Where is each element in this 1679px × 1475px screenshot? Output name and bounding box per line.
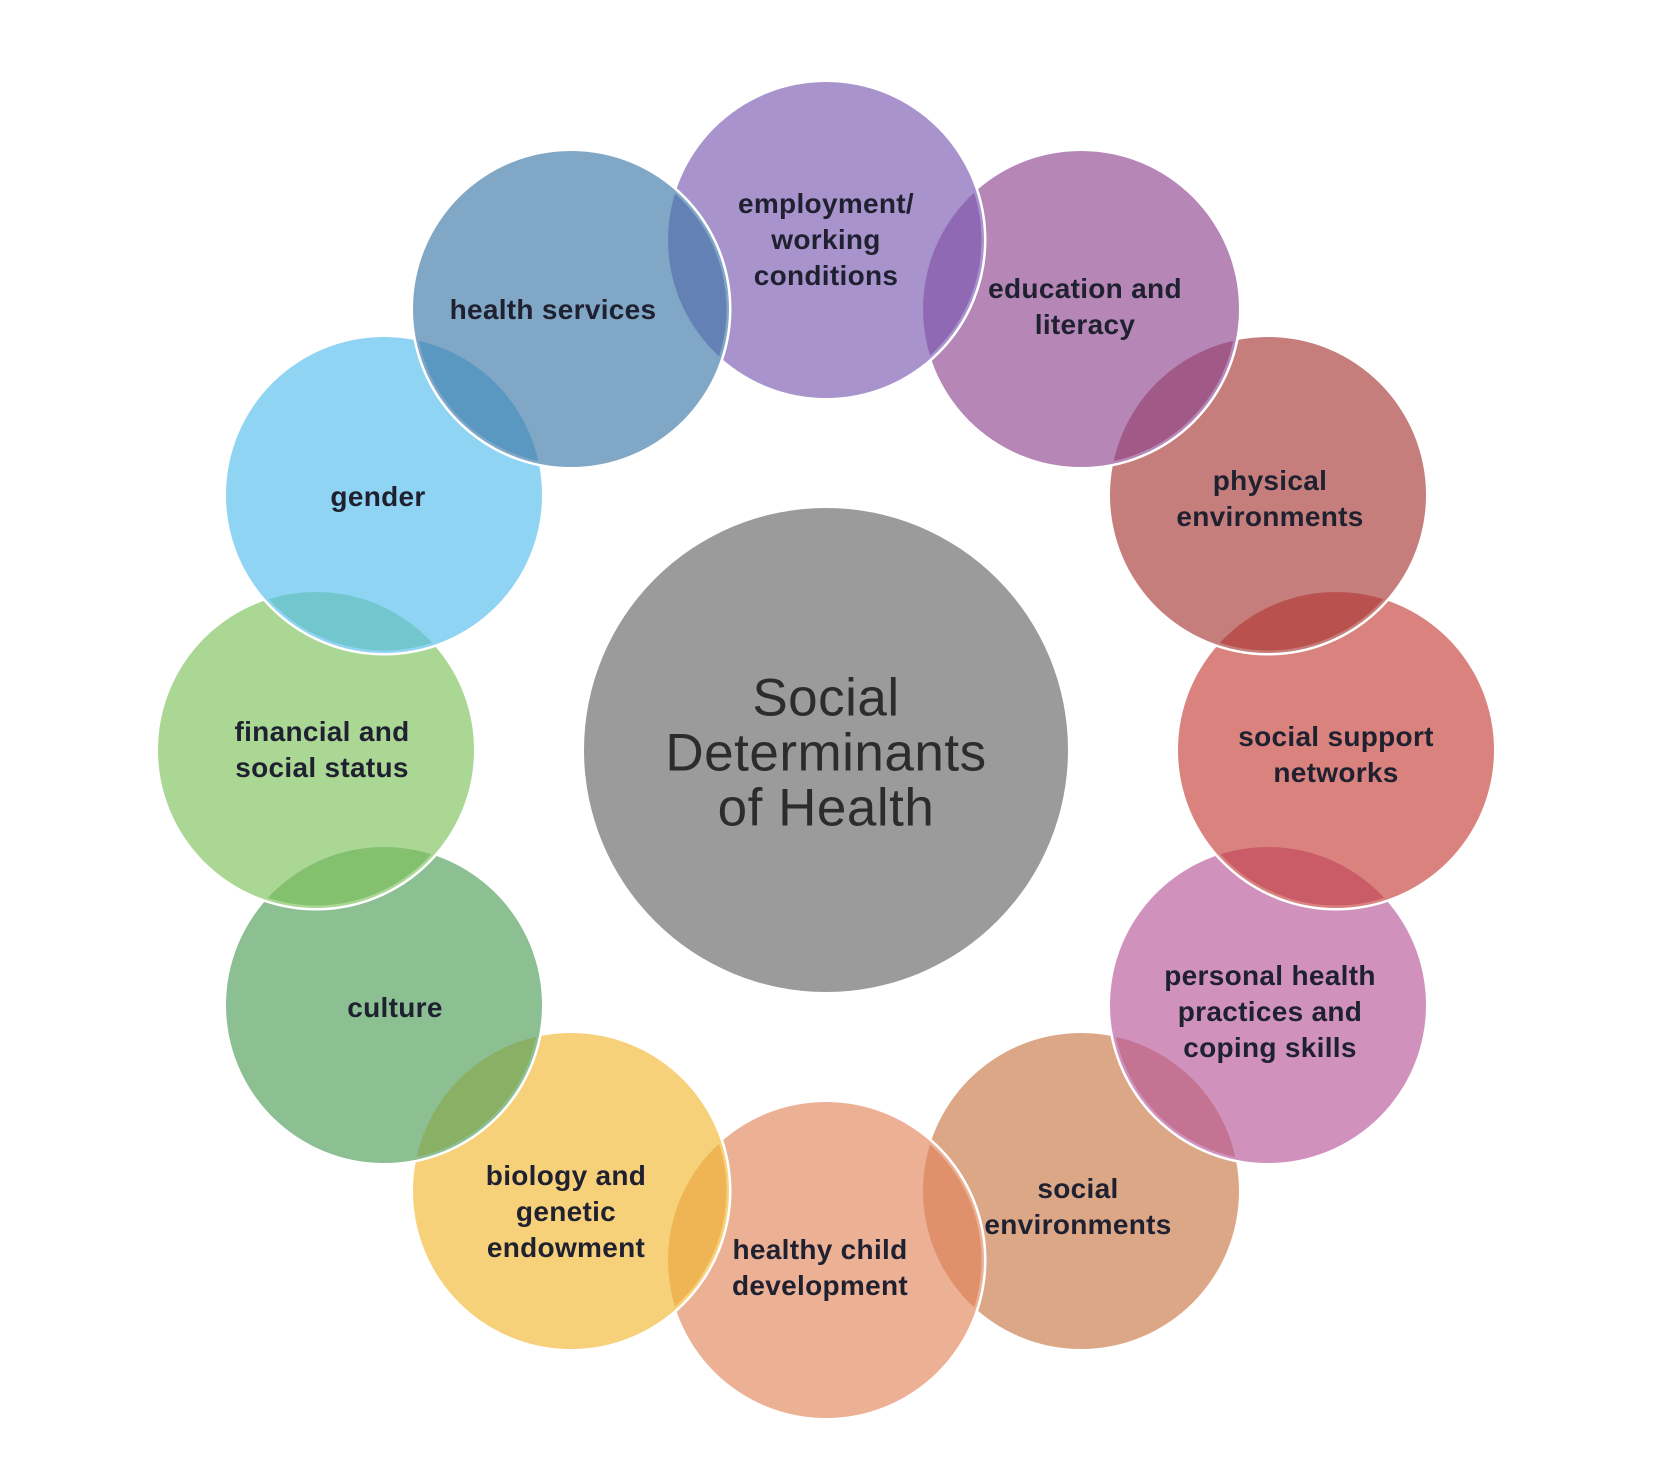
label-physical-environments: physical environments (1176, 465, 1364, 532)
circle-employment (668, 82, 984, 398)
circle-health-services (413, 151, 729, 467)
label-healthy-child: healthy child development (731, 1234, 909, 1301)
label-social-environments: social environments (984, 1173, 1172, 1240)
label-financial: financial and social status (234, 716, 410, 783)
circle-financial (158, 592, 474, 908)
center-circle (584, 508, 1068, 992)
label-biology: biology and genetic endowment (485, 1160, 647, 1263)
label-employment: employment/ working conditions (737, 188, 915, 291)
label-gender: gender (330, 481, 426, 512)
circle-personal-health (1110, 847, 1426, 1163)
circle-culture (226, 847, 542, 1163)
circle-healthy-child (668, 1102, 984, 1418)
circle-social-support (1178, 592, 1494, 908)
label-culture: culture (347, 992, 443, 1023)
diagram-title: Social Determinants of Health (665, 668, 987, 838)
circle-education (923, 151, 1239, 467)
label-health-services: health services (449, 294, 657, 325)
label-social-support: social support networks (1238, 721, 1434, 788)
label-education: education and literacy (988, 273, 1182, 340)
label-personal-health: personal health practices and coping ski… (1164, 960, 1376, 1063)
